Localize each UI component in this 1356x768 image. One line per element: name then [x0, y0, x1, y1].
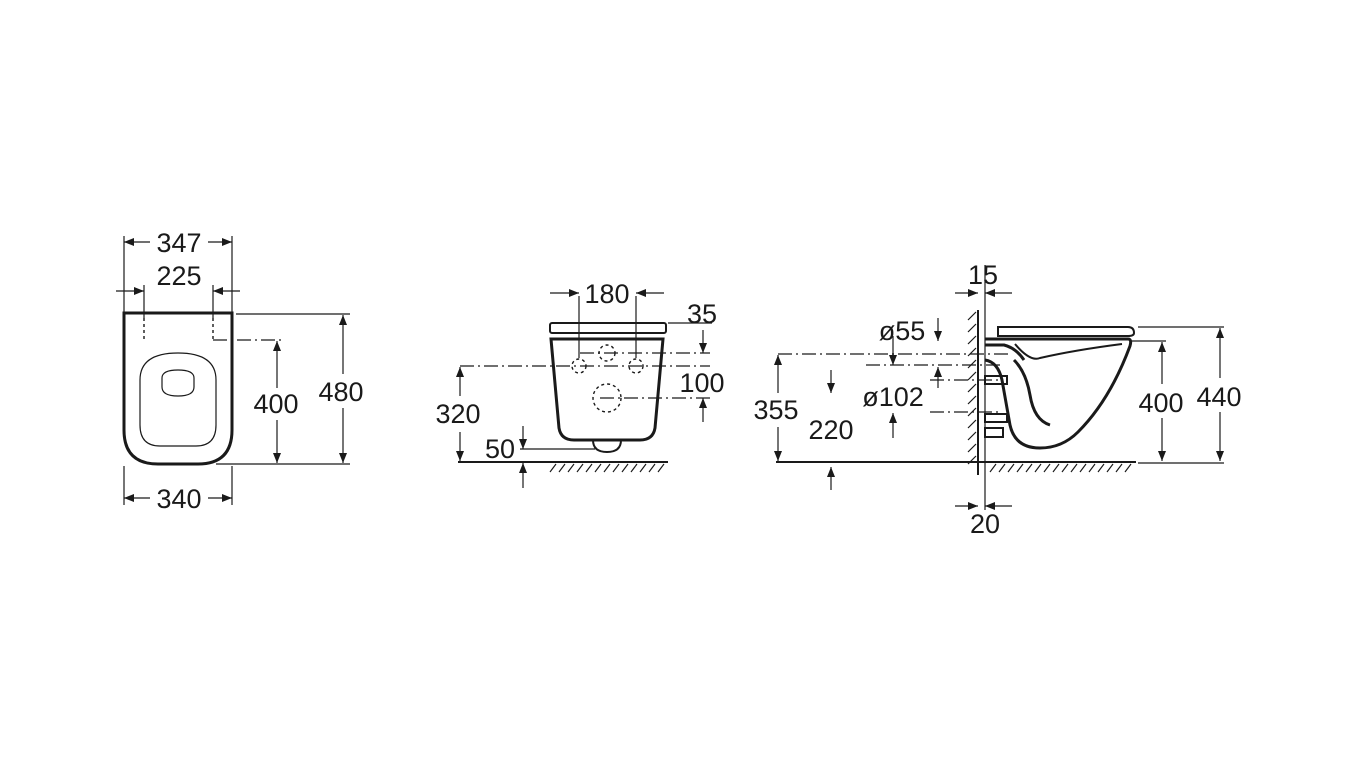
dim-fixing-spacing-top: 225	[156, 261, 201, 291]
side-view-bowl	[984, 337, 1133, 450]
side-view-seat	[997, 326, 1136, 337]
dim-fixing-vertical: 100	[679, 368, 724, 398]
rear-view-seat	[549, 322, 667, 334]
dim-fixing-spacing-rear: 180	[584, 279, 629, 309]
dim-total-height: 440	[1196, 382, 1241, 412]
dim-length-total: 480	[318, 377, 363, 407]
rear-view: 180 35 100 320 50	[435, 279, 725, 488]
side-floor-hatch	[989, 463, 1132, 473]
rear-view-bowl	[549, 337, 665, 442]
outlet-pipe-bottom	[984, 427, 1004, 438]
dim-inlet-height: 355	[753, 395, 798, 425]
top-view-bowl-opening	[139, 352, 217, 447]
side-view: 15 20 ø55 ø102 355 220 400	[753, 260, 1241, 539]
rear-view-outlet	[592, 439, 622, 454]
rear-floor-hatch	[549, 463, 665, 473]
dim-inlet-diameter: ø55	[879, 316, 926, 346]
side-view-bowl-inner	[1014, 343, 1123, 360]
inlet-pipe	[985, 343, 1026, 361]
dim-wall-gap-top: 15	[968, 260, 998, 290]
dim-outlet-height-rear: 50	[485, 434, 515, 464]
dim-length-fixing: 400	[253, 389, 298, 419]
outlet-circle	[592, 383, 622, 413]
dim-fixing-height: 320	[435, 399, 480, 429]
dim-width-outer: 347	[156, 228, 201, 258]
dim-outlet-height-side: 220	[808, 415, 853, 445]
top-view-outlet	[161, 369, 195, 397]
dim-width-bottom: 340	[156, 484, 201, 514]
dim-wall-gap-bottom: 20	[970, 509, 1000, 539]
side-view-trap	[1012, 358, 1051, 427]
dim-outlet-diameter: ø102	[862, 382, 924, 412]
outlet-pipe-lower	[984, 413, 1008, 423]
top-view-outline	[122, 311, 234, 466]
dim-bowl-height: 400	[1138, 388, 1183, 418]
dim-top-offset: 35	[687, 299, 717, 329]
wall-hatch	[967, 311, 977, 465]
fixing-circle-right	[628, 358, 644, 374]
top-view: 347 225 340 400 480	[116, 228, 364, 514]
